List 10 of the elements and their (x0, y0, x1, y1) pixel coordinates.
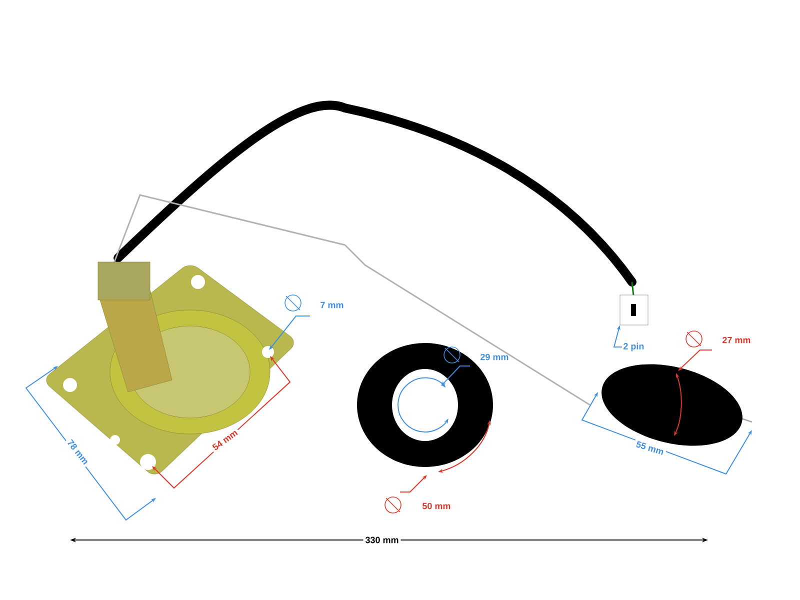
dimension-label: 78 mm (64, 436, 92, 468)
dimension-label: 7 mm (320, 302, 344, 308)
callout-text: 2 pin (624, 342, 644, 352)
dimension-label: 55 mm (632, 438, 668, 458)
dimension-label: 54 mm (208, 426, 242, 454)
connector-plug (620, 294, 648, 326)
dimension-label: 330 mm (363, 534, 401, 546)
dimension-label: 29 mm (480, 354, 508, 360)
dimension-label: 27 mm (722, 336, 750, 344)
dimension-label: 50 mm (422, 502, 450, 510)
